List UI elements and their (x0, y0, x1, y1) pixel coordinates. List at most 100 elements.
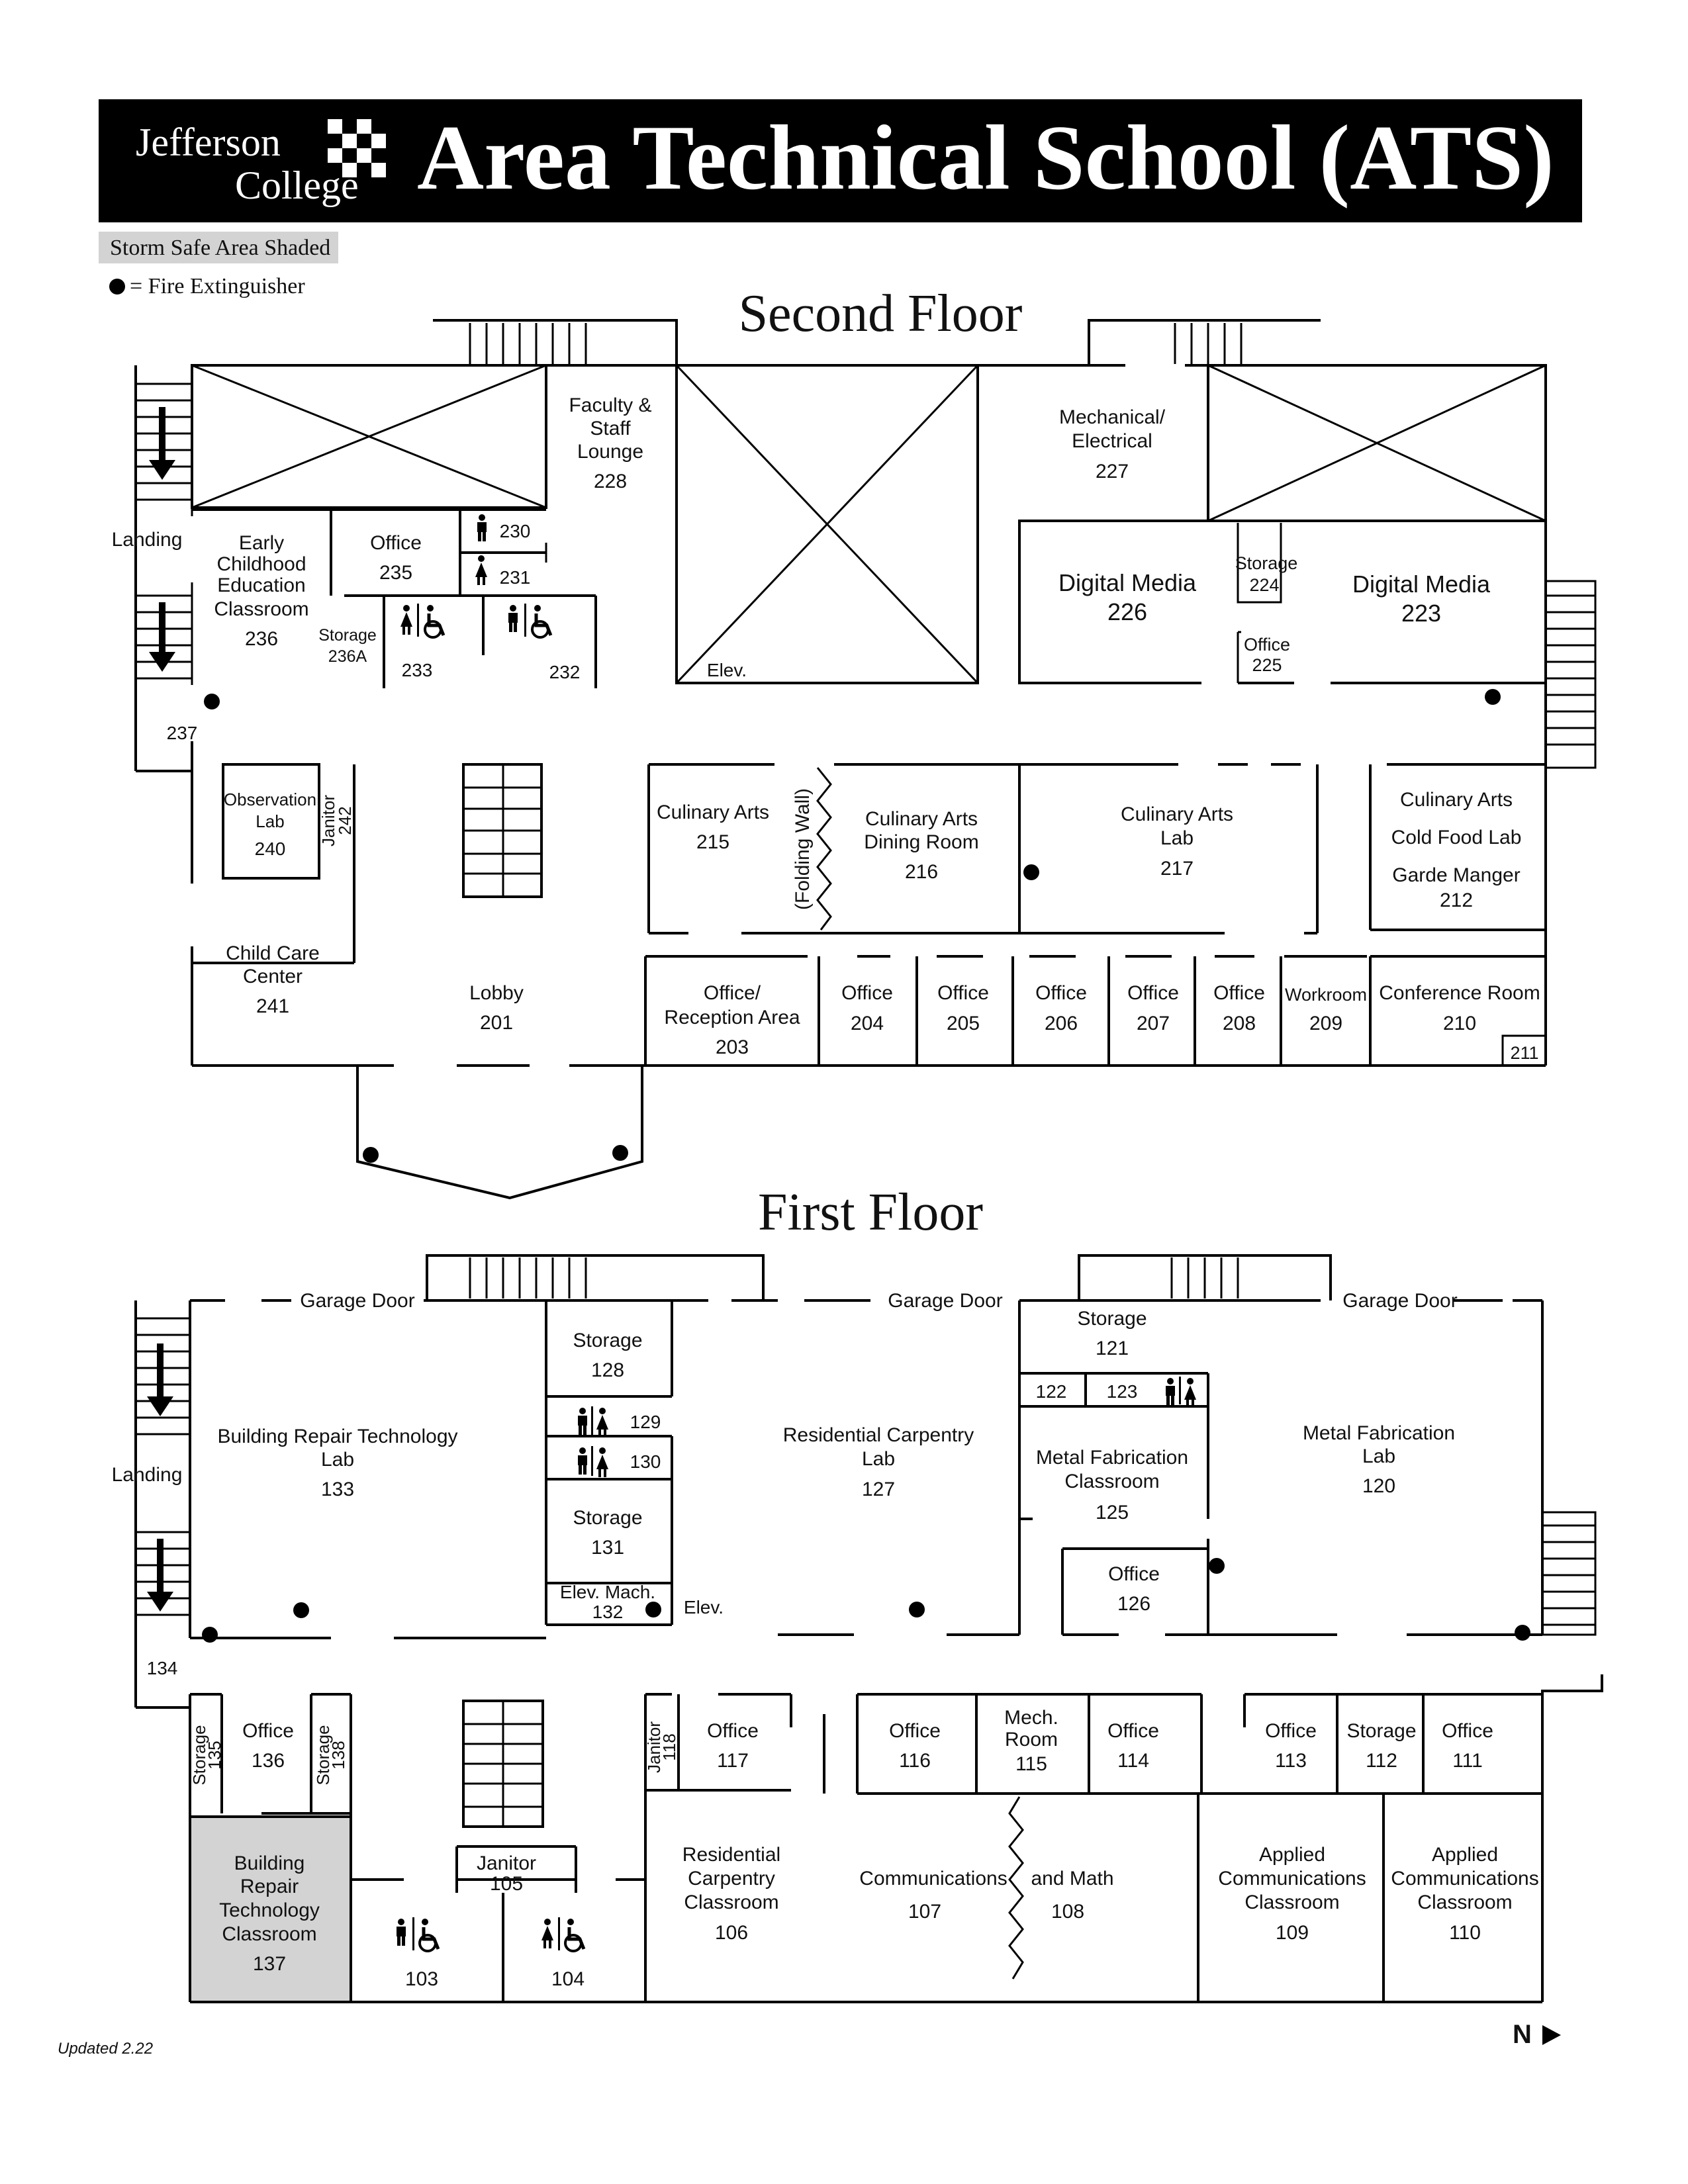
room-112-number: 112 (1366, 1750, 1397, 1772)
room-215-label: Culinary Arts (657, 801, 769, 823)
room-225-label: Office (1244, 635, 1290, 655)
room-210-label: Conference Room (1379, 982, 1540, 1004)
room-207-number: 207 (1137, 1013, 1170, 1034)
door-gaps-second (394, 930, 1304, 1069)
room-109-line2: Communications (1218, 1868, 1366, 1889)
room-209-number: 209 (1309, 1013, 1342, 1034)
first-floor-labels: Landing Garage Door Garage Door Garage D… (112, 1290, 1539, 1990)
room-242-number: 242 (335, 806, 355, 835)
landing-label: Landing (112, 529, 183, 551)
room-133-line2: Lab (321, 1449, 354, 1471)
room-138-number: 138 (328, 1741, 348, 1769)
room-109-line1: Applied (1259, 1844, 1325, 1866)
room-123-number: 123 (1107, 1381, 1138, 1402)
room-118-label: Janitor (644, 1721, 664, 1773)
room-104-number: 104 (551, 1968, 585, 1990)
room-133-number: 133 (321, 1479, 354, 1500)
room-111-number: 111 (1452, 1750, 1483, 1772)
first-floor-title: First Floor (758, 1183, 983, 1242)
room-237-number: 237 (167, 723, 198, 743)
room-236-line1: Early (239, 532, 284, 554)
room-114-label: Office (1107, 1720, 1159, 1742)
down-arrow-icon (147, 1343, 173, 1612)
room-137-line3: Technology (219, 1899, 320, 1921)
room-230-number: 230 (500, 521, 531, 541)
first-floor-walls (134, 1254, 1603, 2003)
room-111-label: Office (1442, 1720, 1493, 1742)
room-201-number: 201 (480, 1012, 513, 1034)
room-227-line1: Mechanical/ (1059, 406, 1166, 428)
down-arrow-icon (149, 407, 175, 672)
room-228-line2: Staff (590, 418, 631, 439)
garage-door-2: Garage Door (888, 1290, 1002, 1312)
room-208-number: 208 (1223, 1013, 1256, 1034)
room-226-label: Digital Media (1058, 569, 1197, 596)
fire-extinguisher-label: = Fire Extinguisher (130, 274, 305, 298)
room-106-number: 106 (715, 1922, 748, 1944)
room-206-label: Office (1035, 982, 1087, 1004)
room-233-number: 233 (402, 660, 433, 680)
room-210-number: 210 (1443, 1013, 1476, 1034)
room-113-label: Office (1265, 1720, 1317, 1742)
room-134-number: 134 (147, 1658, 178, 1678)
room-136-label: Office (242, 1720, 294, 1742)
room-242-label: Janitor (318, 795, 338, 846)
room-212-number: 212 (1440, 889, 1473, 911)
room-137-line2: Repair (240, 1876, 299, 1897)
restroom-icon (400, 514, 553, 639)
room-203-line2: Reception Area (664, 1007, 800, 1028)
room-228-line3: Lounge (577, 441, 643, 463)
room-212-line1: Culinary Arts (1400, 789, 1513, 811)
second-floor-title: Second Floor (739, 285, 1023, 343)
room-215-number: 215 (696, 831, 729, 853)
room-223-label: Digital Media (1352, 570, 1491, 598)
fire-extinguisher-icon (109, 279, 125, 295)
room-224-label: Storage (1235, 553, 1298, 573)
room-201-label: Lobby (469, 982, 524, 1004)
room-110-number: 110 (1449, 1922, 1481, 1944)
room-106-line1: Residential (682, 1844, 780, 1866)
header-bar (99, 99, 1582, 222)
room-225-number: 225 (1252, 655, 1282, 675)
room-133-line1: Building Repair Technology (217, 1426, 457, 1447)
room-116-number: 116 (899, 1750, 931, 1772)
garage-door-3: Garage Door (1342, 1290, 1457, 1312)
room-135-label: Storage (189, 1725, 209, 1785)
room-216-line2: Dining Room (864, 831, 978, 853)
room-203-line1: Office/ (704, 982, 761, 1004)
room-212-line3: Garde Manger (1392, 864, 1520, 886)
room-205-label: Office (937, 982, 989, 1004)
room-236-line3: Education (217, 574, 305, 596)
storm-safe-swatch (99, 232, 338, 263)
room-236-line2: Childhood (216, 553, 306, 575)
logo-text-college: College (235, 163, 359, 207)
room-120-number: 120 (1362, 1475, 1395, 1497)
room-127-line2: Lab (862, 1448, 895, 1470)
room-115-line1: Mech. (1004, 1707, 1058, 1729)
room-206-number: 206 (1045, 1013, 1078, 1034)
room-137-line4: Classroom (222, 1923, 316, 1945)
room-108-label: and Math (1031, 1868, 1113, 1889)
room-112-label: Storage (1346, 1720, 1416, 1742)
folding-wall-label: (Folding Wall) (792, 788, 814, 910)
page-title: Area Technical School (ATS) (417, 107, 1554, 209)
room-106-line2: Carpentry (688, 1868, 775, 1889)
room-117-number: 117 (717, 1750, 749, 1772)
updated-date: Updated 2.22 (58, 2040, 153, 2058)
room-137-line1: Building (234, 1852, 305, 1874)
room-203-number: 203 (716, 1036, 749, 1058)
legend: Storm Safe Area Shaded = Fire Extinguish… (99, 232, 338, 298)
second-floor-labels: Landing Early Childhood Education Classr… (112, 394, 1540, 1063)
room-228-line1: Faculty & (569, 394, 651, 416)
room-241-line1: Child Care (226, 942, 320, 964)
room-241-line2: Center (243, 966, 303, 987)
room-236a-label: Storage (318, 626, 377, 645)
room-211-number: 211 (1510, 1043, 1538, 1063)
room-128-label: Storage (573, 1330, 642, 1351)
room-114-number: 114 (1117, 1750, 1149, 1772)
room-235-number: 235 (379, 562, 412, 584)
room-121-number: 121 (1096, 1338, 1129, 1359)
room-216-number: 216 (905, 861, 938, 883)
room-135-number: 135 (205, 1741, 224, 1769)
